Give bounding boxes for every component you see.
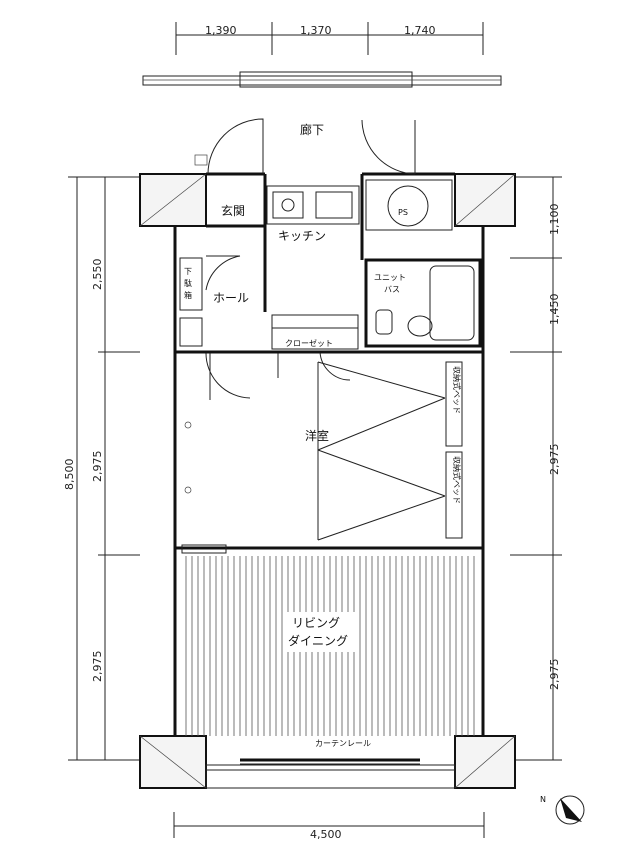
dim-left-1: 2,550 — [91, 259, 104, 291]
kitchen-area — [263, 119, 416, 312]
label-storage-bed-1: 収納式ベッド — [452, 366, 462, 414]
dim-top-1: 1,390 — [205, 24, 237, 37]
dim-right-1: 1,100 — [548, 204, 561, 236]
left-dimension: 8,500 2,550 2,975 2,975 — [63, 176, 140, 761]
label-ps: PS — [398, 208, 408, 217]
closet-area — [271, 314, 359, 381]
unit-bath — [364, 258, 482, 348]
label-living-2: ダイニング — [288, 633, 348, 648]
right-dimension: 1,100 1,450 2,975 2,975 — [510, 176, 562, 761]
dim-bottom: 4,500 — [310, 828, 342, 841]
western-room — [175, 350, 483, 541]
compass: N — [540, 795, 585, 825]
dim-right-3: 2,975 — [548, 444, 561, 476]
hall-area — [179, 255, 251, 400]
entrance-area — [194, 118, 265, 228]
label-curtain-rail: カーテンレール — [315, 739, 371, 748]
label-shoebox-3: 箱 — [184, 290, 192, 300]
label-storage-bed-2: 収納式ベッド — [452, 456, 462, 504]
label-unit-bath-2: バス — [384, 285, 400, 294]
label-entrance: 玄関 — [221, 203, 245, 218]
compass-north-label: N — [540, 795, 546, 804]
living-dining — [175, 544, 483, 765]
label-corridor: 廊下 — [300, 122, 324, 137]
pipe-space — [365, 179, 453, 231]
top-dimension: 1,390 1,370 1,740 — [175, 22, 484, 55]
dim-left-3: 2,975 — [91, 651, 104, 683]
label-shoebox-1: 下 — [184, 267, 192, 276]
label-hall: ホール — [213, 291, 249, 305]
label-unit-bath-1: ユニット — [374, 273, 406, 282]
corridor-railing — [142, 71, 502, 88]
dim-top-3: 1,740 — [404, 24, 436, 37]
dim-right-4: 2,975 — [548, 659, 561, 691]
label-closet: クローゼット — [285, 338, 333, 348]
dim-top-2: 1,370 — [300, 24, 332, 37]
dim-right-2: 1,450 — [548, 294, 561, 326]
label-western-room: 洋室 — [305, 428, 329, 443]
dim-left-total: 8,500 — [63, 459, 76, 491]
label-kitchen: キッチン — [278, 229, 326, 243]
bottom-dimension: 4,500 — [173, 812, 485, 841]
label-living-1: リビング — [292, 616, 340, 630]
dim-left-2: 2,975 — [91, 451, 104, 483]
label-shoebox-2: 駄 — [184, 278, 192, 288]
walls — [139, 172, 516, 789]
